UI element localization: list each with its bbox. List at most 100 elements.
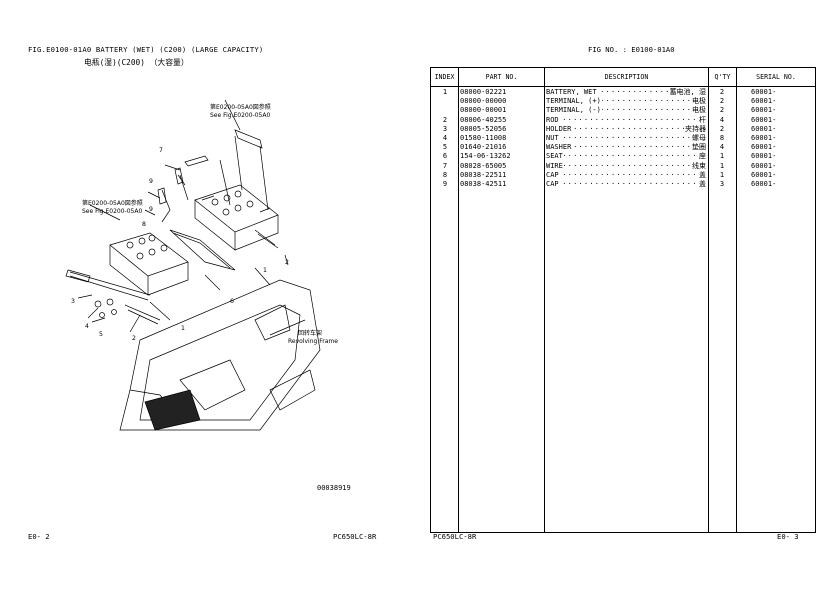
cell-qty: 4 bbox=[719, 143, 725, 152]
wire-part-7 bbox=[184, 155, 209, 167]
callout-9-a: 9 bbox=[149, 178, 153, 185]
description-cn: 座 bbox=[698, 152, 706, 162]
header-index: INDEX bbox=[431, 68, 458, 87]
cell-part-no: 08000-00001 bbox=[460, 106, 507, 115]
holder-part-3 bbox=[65, 269, 91, 283]
description-cn: 垫圈 bbox=[691, 143, 706, 153]
ref-left-cn: 第E0200-05A0図参照 bbox=[82, 199, 143, 207]
washer-part-5 bbox=[99, 312, 105, 318]
description-cn: 电极 bbox=[691, 106, 706, 116]
nut-part-4 bbox=[94, 300, 102, 308]
description-cn: 夹持器 bbox=[684, 124, 706, 134]
cell-serial-no: 60001- bbox=[751, 115, 777, 124]
cell-qty: 1 bbox=[719, 152, 725, 161]
cell-part-no: 08038-22511 bbox=[460, 170, 507, 179]
header-serial-no: SERIAL NO. bbox=[737, 68, 815, 87]
cell-qty: 4 bbox=[719, 115, 725, 124]
callout-2-lower: 2 bbox=[132, 335, 136, 342]
cell-qty: 1 bbox=[719, 170, 725, 179]
header-qty: Q'TY bbox=[709, 68, 736, 87]
cell-serial-no: 60001- bbox=[751, 152, 777, 161]
description-en: CAP bbox=[546, 180, 560, 189]
col-divider bbox=[708, 68, 709, 532]
rod-part-2 bbox=[69, 271, 151, 301]
callout-9-b: 9 bbox=[149, 206, 153, 213]
cell-part-no: 08038-42511 bbox=[460, 180, 507, 188]
col-divider bbox=[736, 68, 737, 532]
cell-index: 4 bbox=[442, 134, 448, 142]
table-row: 08000-00000·····························… bbox=[460, 97, 777, 107]
seat-part-6 bbox=[169, 229, 236, 271]
description-en: CAP bbox=[546, 170, 560, 180]
cell-part-no: 08000-00000 bbox=[460, 97, 507, 106]
callout-1-lower: 1 bbox=[181, 325, 185, 332]
cell-index: 9 bbox=[442, 180, 448, 188]
cap-part-9 bbox=[174, 167, 184, 185]
cell-index: 8 bbox=[442, 170, 448, 179]
table-row: 108000-02221····························… bbox=[431, 88, 815, 97]
callout-7: 7 bbox=[159, 147, 163, 154]
cell-index: 2 bbox=[442, 115, 448, 124]
cell-part-no: 08000-02221 bbox=[460, 88, 507, 96]
footer-right-page-number: E0- 3 bbox=[777, 532, 799, 541]
battery-lower bbox=[109, 232, 189, 296]
footer-right-model: PC650LC-8R bbox=[433, 532, 477, 541]
callout-3: 3 bbox=[71, 298, 75, 305]
header-part-no: PART NO. bbox=[459, 68, 544, 87]
cell-qty: 8 bbox=[719, 134, 725, 142]
description-en: TERMINAL, (-) bbox=[546, 106, 602, 116]
cell-index: 3 bbox=[442, 124, 448, 133]
description-en: SEAT bbox=[546, 152, 564, 162]
header-description: DESCRIPTION bbox=[545, 68, 708, 87]
callout-2-upper: 2 bbox=[285, 259, 289, 266]
cell-part-no: 08005-52056 bbox=[460, 124, 507, 133]
exploded-parts-drawing: 1 2 1 2 3 4 5 6 7 8 9 9 第E0200-05A0図参照 S… bbox=[65, 99, 338, 431]
description-en: WIRE bbox=[546, 161, 564, 171]
description-cn: 盖 bbox=[698, 170, 706, 180]
table-row: 08000-00001·····························… bbox=[460, 106, 777, 116]
cell-index: 7 bbox=[442, 161, 448, 170]
col-divider bbox=[458, 68, 459, 532]
description-cn: 杆 bbox=[698, 115, 706, 125]
cell-part-no: 154-06-13262 bbox=[460, 152, 511, 161]
ref-top-cn: 第E0200-05A0図参照 bbox=[210, 103, 271, 111]
description-cn: 螺母 bbox=[691, 134, 706, 143]
cell-serial-no: 60001- bbox=[751, 88, 777, 96]
cell-serial-no: 60001- bbox=[751, 161, 777, 170]
cell-part-no: 01640-21016 bbox=[460, 143, 507, 152]
frame-label-en: Revolving Frame bbox=[288, 338, 338, 345]
callout-4: 4 bbox=[85, 323, 89, 330]
cell-serial-no: 60001- bbox=[751, 170, 777, 179]
description-en: NUT bbox=[546, 134, 560, 143]
ref-left-en: See Fig.E0200-05A0 bbox=[82, 208, 142, 215]
description-cn: 电极 bbox=[691, 97, 706, 107]
drawing-id: 00038919 bbox=[317, 484, 351, 492]
callout-8: 8 bbox=[142, 221, 146, 228]
cell-serial-no: 60001- bbox=[751, 134, 777, 142]
cell-index: 1 bbox=[442, 88, 448, 96]
description-en: WASHER bbox=[546, 143, 573, 153]
parts-table: INDEX PART NO. DESCRIPTION Q'TY SERIAL N… bbox=[430, 67, 816, 533]
col-divider bbox=[544, 68, 545, 532]
figure-number: FIG NO. : E0100-01A0 bbox=[588, 45, 675, 54]
description-en: BATTERY, WET bbox=[546, 88, 598, 97]
description-en: ROD bbox=[546, 115, 560, 125]
cell-part-no: 01580-11008 bbox=[460, 134, 507, 142]
callout-1-upper: 1 bbox=[263, 267, 267, 274]
cell-index: 6 bbox=[442, 152, 448, 161]
battery-upper bbox=[194, 184, 279, 251]
cell-serial-no: 60001- bbox=[751, 180, 777, 188]
cell-serial-no: 60001- bbox=[751, 106, 777, 115]
description-en: HOLDER bbox=[546, 124, 573, 134]
cell-qty: 2 bbox=[719, 124, 725, 133]
figure-title: FIG.E0100-01A0 BATTERY (WET) (C200) (LAR… bbox=[28, 45, 264, 54]
cell-serial-no: 60001- bbox=[751, 143, 777, 152]
